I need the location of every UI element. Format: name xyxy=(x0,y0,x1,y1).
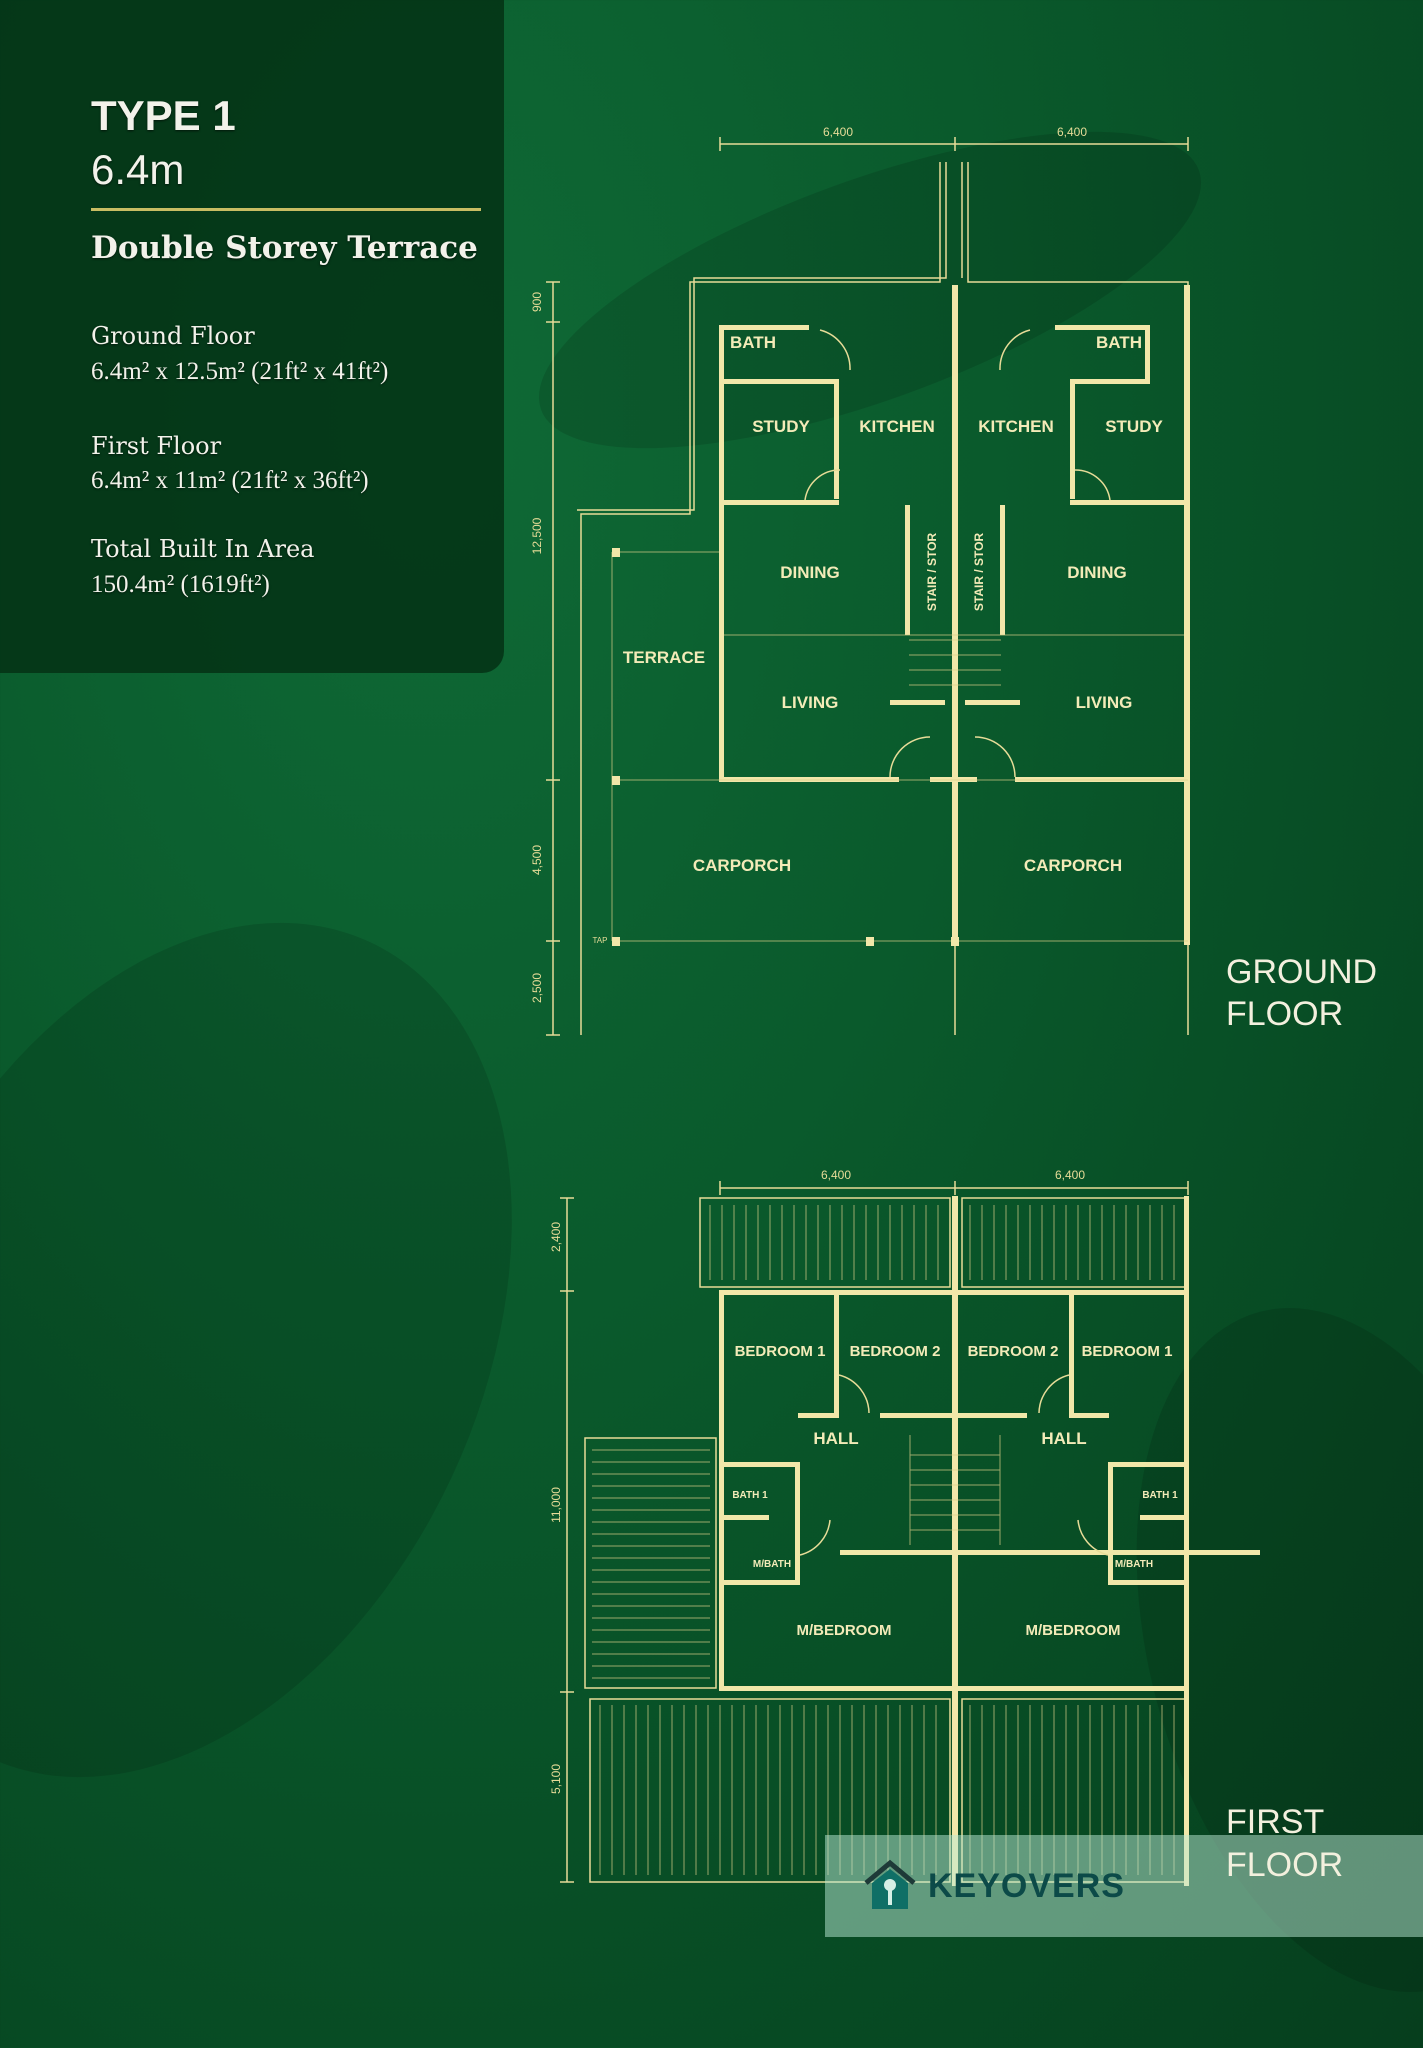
gf-depth-dim: 4,500 xyxy=(530,845,544,875)
room-label: BATH 1 xyxy=(1142,1490,1178,1501)
room-label: BATH xyxy=(1096,333,1142,352)
room-label: KITCHEN xyxy=(978,417,1054,436)
room-label: BEDROOM 1 xyxy=(1082,1343,1173,1360)
divider xyxy=(91,208,481,211)
room-label: BEDROOM 2 xyxy=(968,1343,1059,1360)
total-area-value: 150.4m² (1619ft²) xyxy=(91,571,270,598)
ff-depth-dim: 5,100 xyxy=(549,1764,563,1794)
room-label: BATH 1 xyxy=(732,1490,768,1501)
room-label: HALL xyxy=(813,1429,858,1448)
room-label: BEDROOM 1 xyxy=(735,1343,826,1360)
room-label: DINING xyxy=(780,563,840,582)
ff-depth-dim: 2,400 xyxy=(549,1222,563,1252)
gf-depth-dim: 12,500 xyxy=(530,517,544,554)
ff-depth-dim: 11,000 xyxy=(549,1487,563,1523)
room-label: LIVING xyxy=(782,693,839,712)
watermark-brand: KEYOVERS xyxy=(928,1867,1125,1905)
info-panel: TYPE 1 6.4m Double Storey Terrace Ground… xyxy=(0,0,504,673)
ff-width-dim: 6,400 xyxy=(821,1168,851,1182)
gf-width-dim: 6,400 xyxy=(823,125,853,139)
house-key-icon xyxy=(864,1859,916,1909)
first-floor-title: FLOOR xyxy=(1226,1846,1344,1884)
ground-floor-size: 6.4m² x 12.5m² (21ft² x 41ft²) xyxy=(91,358,389,385)
room-label: STAIR / STOR xyxy=(925,533,939,612)
ground-floor-plan: 6,400 6,400 900 12,500 4,500 2,500 BATH … xyxy=(530,125,1377,1036)
gf-width-dim: 6,400 xyxy=(1057,125,1087,139)
room-label: M/BATH xyxy=(753,1559,791,1570)
lot-width: 6.4m xyxy=(91,146,185,193)
room-label: DINING xyxy=(1067,563,1127,582)
room-label: CARPORCH xyxy=(1024,856,1122,875)
first-floor-title: FIRST xyxy=(1226,1803,1325,1841)
first-floor-size: 6.4m² x 11m² (21ft² x 36ft²) xyxy=(91,467,369,494)
tap-label: TAP xyxy=(593,936,608,945)
first-floor-label: First Floor xyxy=(91,432,222,460)
room-label: M/BATH xyxy=(1115,1559,1153,1570)
first-floor-plan: 6,400 6,400 2,400 11,000 5,100 BEDROOM 1… xyxy=(549,1168,1260,1886)
ground-floor-label: Ground Floor xyxy=(91,322,255,350)
room-label: BEDROOM 2 xyxy=(850,1343,941,1360)
gf-depth-dim: 2,500 xyxy=(530,973,544,1003)
room-label: M/BEDROOM xyxy=(797,1622,892,1639)
room-label: BATH xyxy=(730,333,776,352)
room-label: KITCHEN xyxy=(859,417,935,436)
ground-floor-title: GROUND xyxy=(1226,953,1377,991)
room-label: STUDY xyxy=(1105,417,1163,436)
watermark: KEYOVERS xyxy=(825,1835,1423,1937)
house-type: Double Storey Terrace xyxy=(91,230,478,266)
room-label: STUDY xyxy=(752,417,810,436)
room-label: STAIR / STOR xyxy=(972,533,986,612)
ground-floor-title: FLOOR xyxy=(1226,995,1343,1033)
room-label: M/BEDROOM xyxy=(1026,1622,1121,1639)
room-label: TERRACE xyxy=(623,648,705,667)
room-label: LIVING xyxy=(1076,693,1133,712)
room-label: HALL xyxy=(1041,1429,1086,1448)
room-label: CARPORCH xyxy=(693,856,791,875)
total-area-label: Total Built In Area xyxy=(91,535,315,563)
ff-width-dim: 6,400 xyxy=(1055,1168,1085,1182)
type-title: TYPE 1 xyxy=(91,92,236,139)
gf-depth-dim: 900 xyxy=(530,292,544,312)
